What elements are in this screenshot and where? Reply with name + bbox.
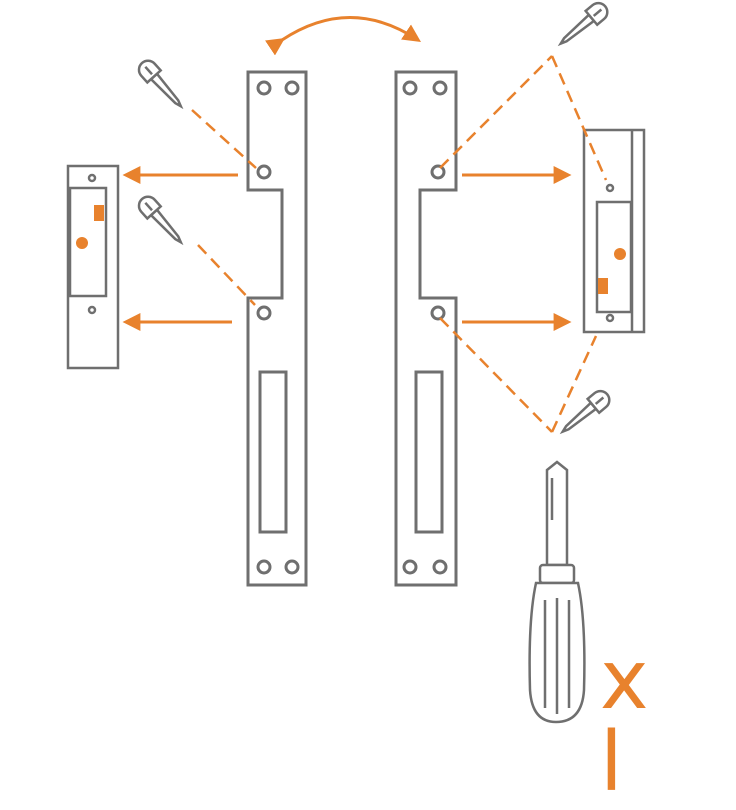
screw-icon <box>137 1 611 435</box>
arrow-icon <box>122 166 572 331</box>
dashed-guides <box>191 55 608 433</box>
installation-diagram <box>66 1 646 724</box>
screwdriver-icon <box>528 460 586 724</box>
lock-body-right <box>582 128 646 334</box>
strike-plate-right <box>394 70 458 587</box>
quantity-label: x l <box>600 633 655 810</box>
strike-plate-left <box>246 70 308 587</box>
curved-arrow-icon <box>265 16 422 56</box>
lock-body-left <box>66 164 120 370</box>
